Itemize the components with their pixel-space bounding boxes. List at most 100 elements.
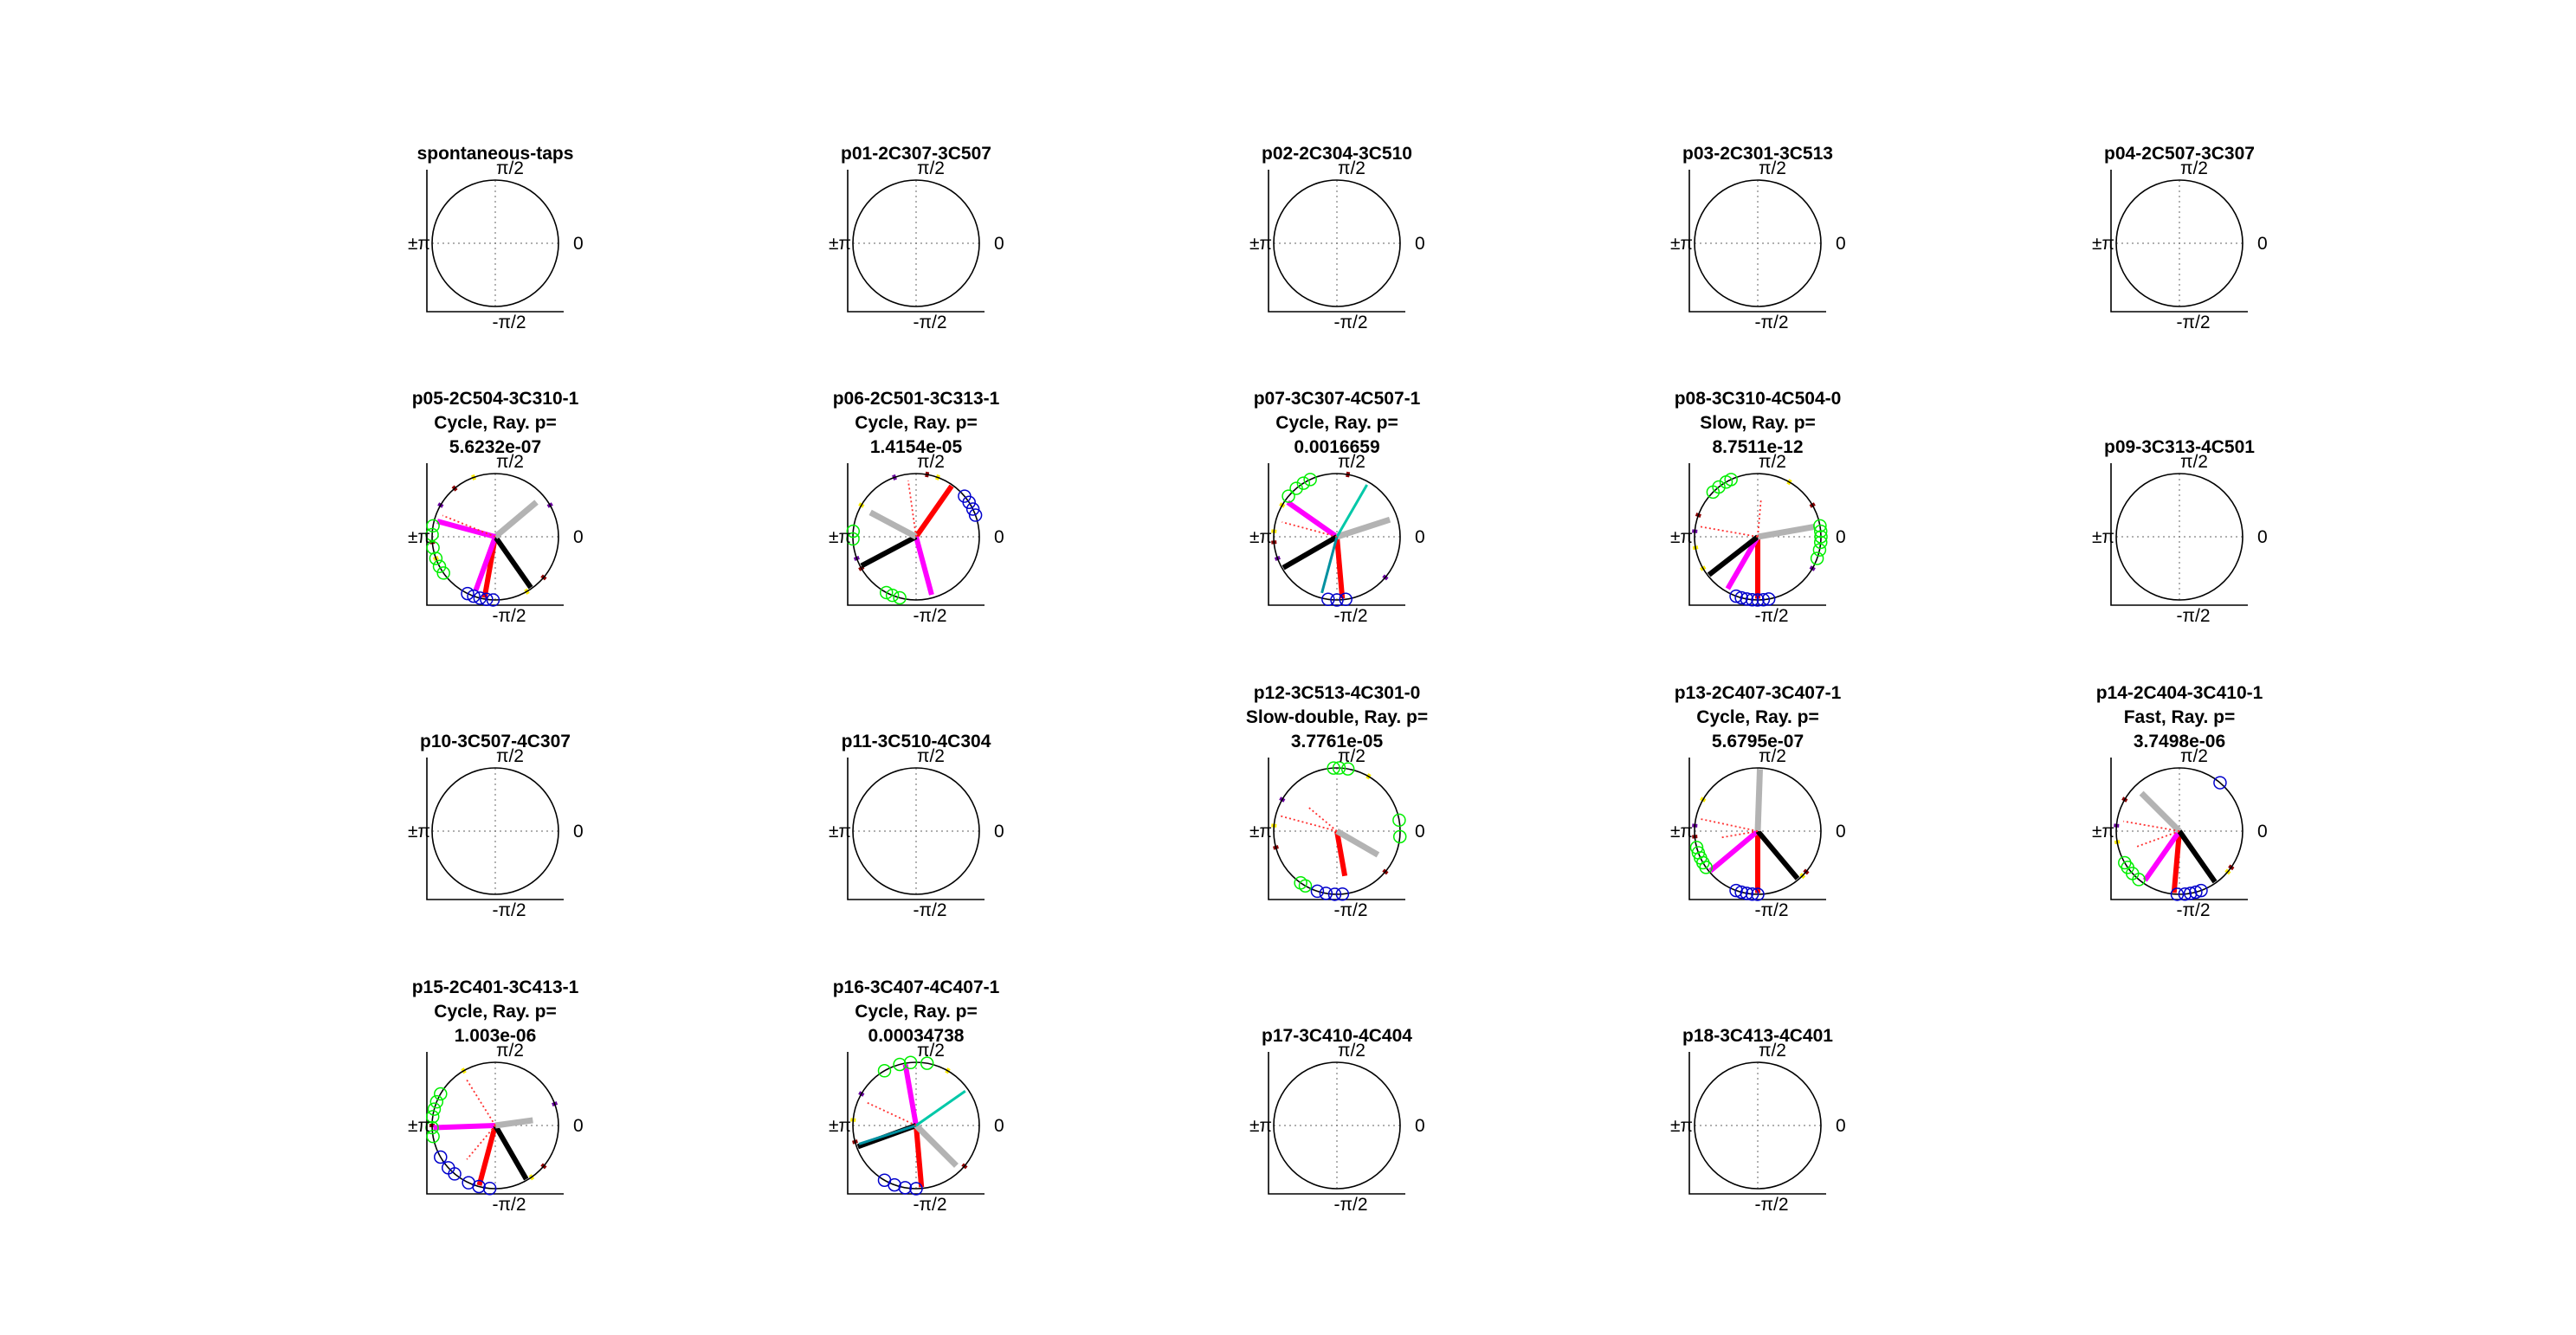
vector-gray bbox=[2139, 790, 2182, 834]
chart-subtitle: 3.7761e-05 bbox=[1291, 732, 1384, 751]
blue-marker bbox=[877, 1173, 892, 1187]
tick-label-left: ±π bbox=[1670, 822, 1693, 842]
tick-label-top: π/2 bbox=[496, 452, 524, 472]
tick-label-bottom: -π/2 bbox=[914, 1195, 947, 1215]
tick-label-top: π/2 bbox=[496, 746, 524, 766]
blue-marker bbox=[1339, 592, 1353, 607]
tick-label-left: ±π bbox=[1249, 1116, 1272, 1136]
tick-label-top: π/2 bbox=[1338, 452, 1365, 472]
vector-cyan bbox=[915, 1089, 966, 1127]
vector-gray bbox=[494, 1117, 533, 1129]
tick-label-bottom: -π/2 bbox=[1334, 606, 1368, 626]
chart-subtitle: Cycle, Ray. p= bbox=[434, 413, 556, 433]
green-marker bbox=[1392, 813, 1406, 828]
chart-subtitle: 8.7511e-12 bbox=[1712, 437, 1803, 457]
axis-frame bbox=[1268, 463, 1405, 606]
blue-marker bbox=[898, 1181, 913, 1195]
tick-label-bottom: -π/2 bbox=[1334, 1195, 1368, 1215]
tick-label-top: π/2 bbox=[2180, 158, 2208, 178]
blue-marker bbox=[962, 495, 976, 509]
blue-marker bbox=[1335, 887, 1350, 901]
tick-label-right: 0 bbox=[1415, 822, 1425, 842]
green-marker bbox=[1724, 473, 1738, 487]
green-marker bbox=[846, 524, 861, 539]
tick-label-bottom: -π/2 bbox=[1334, 313, 1368, 332]
vector-dotted_red bbox=[867, 1101, 917, 1126]
axis-frame bbox=[847, 463, 985, 606]
green-marker bbox=[1340, 762, 1355, 776]
axis-frame bbox=[1688, 463, 1826, 606]
chart-subtitle: 0.00034738 bbox=[868, 1026, 965, 1046]
chart-subtitle: Cycle, Ray. p= bbox=[1275, 413, 1398, 433]
vector-dotted_red bbox=[466, 1079, 496, 1126]
vector-magenta bbox=[1725, 535, 1760, 590]
tick-label-top: π/2 bbox=[496, 1041, 524, 1061]
green-marker bbox=[2118, 855, 2132, 870]
green-marker bbox=[426, 1129, 440, 1144]
vector-dotted_red bbox=[1700, 526, 1759, 538]
vector-red bbox=[914, 484, 954, 539]
chart-subtitle: 1.4154e-05 bbox=[870, 437, 963, 457]
chart-title: p16-3C407-4C407-1 bbox=[833, 977, 1000, 997]
blue-marker bbox=[1761, 592, 1776, 606]
blue-marker bbox=[1734, 590, 1748, 605]
vector-red bbox=[1334, 536, 1346, 599]
vector-gray bbox=[868, 509, 918, 540]
tick-label-right: 0 bbox=[1836, 234, 1846, 254]
vector-black bbox=[1282, 534, 1339, 571]
chart-subtitle: Cycle, Ray. p= bbox=[855, 1002, 977, 1022]
chart-title: p11-3C510-4C304 bbox=[842, 732, 991, 751]
green-marker bbox=[434, 1087, 448, 1101]
chart-title: p01-2C307-3C507 bbox=[841, 144, 991, 164]
tick-label-bottom: -π/2 bbox=[1334, 900, 1368, 920]
chart-subtitle: Cycle, Ray. p= bbox=[855, 413, 977, 433]
chart-subtitle: Cycle, Ray. p= bbox=[1696, 707, 1818, 727]
tick-label-top: π/2 bbox=[1338, 1041, 1365, 1061]
blue-marker bbox=[2213, 776, 2227, 790]
tick-label-right: 0 bbox=[1836, 1116, 1846, 1136]
chart-title: p06-2C501-3C313-1 bbox=[833, 389, 1000, 409]
blue-marker bbox=[1310, 884, 1325, 899]
green-marker bbox=[893, 590, 907, 605]
green-marker bbox=[1282, 489, 1295, 503]
axis-frame bbox=[426, 758, 564, 900]
tick-label-left: ±π bbox=[829, 527, 851, 547]
tick-label-left: ±π bbox=[408, 234, 430, 254]
axis-frame bbox=[426, 1052, 564, 1195]
green-marker bbox=[846, 532, 860, 546]
vector-red bbox=[1334, 830, 1348, 877]
tick-label-right: 0 bbox=[994, 822, 1004, 842]
vector-gray bbox=[1754, 769, 1763, 832]
tick-label-right: 0 bbox=[2257, 234, 2268, 254]
unit-circle bbox=[1694, 1061, 1822, 1190]
green-marker bbox=[885, 588, 900, 603]
green-marker bbox=[432, 559, 447, 574]
tick-label-left: ±π bbox=[2092, 527, 2114, 547]
green-marker bbox=[1289, 481, 1303, 495]
tick-label-top: π/2 bbox=[917, 746, 945, 766]
axis-frame bbox=[1268, 1052, 1405, 1195]
tick-label-left: ±π bbox=[408, 822, 430, 842]
blue-marker bbox=[462, 1176, 475, 1190]
vector-magenta bbox=[1708, 829, 1759, 874]
chart-title: p18-3C413-4C401 bbox=[1682, 1026, 1833, 1046]
vector-magenta bbox=[433, 1123, 496, 1131]
blue-marker bbox=[1751, 887, 1765, 901]
tick-label-bottom: -π/2 bbox=[914, 900, 947, 920]
tick-label-right: 0 bbox=[2257, 822, 2268, 842]
green-marker bbox=[427, 1102, 442, 1116]
tick-label-bottom: -π/2 bbox=[1755, 606, 1789, 626]
blue-marker bbox=[1745, 887, 1759, 901]
blue-marker bbox=[442, 1161, 455, 1175]
vector-gray bbox=[1335, 828, 1380, 858]
unit-circle bbox=[2115, 473, 2244, 601]
axis-frame bbox=[2110, 758, 2248, 900]
vector-dotted_red bbox=[466, 1125, 496, 1160]
axis-frame bbox=[847, 1052, 985, 1195]
blue-marker bbox=[486, 593, 500, 607]
axis-frame bbox=[1268, 170, 1405, 313]
